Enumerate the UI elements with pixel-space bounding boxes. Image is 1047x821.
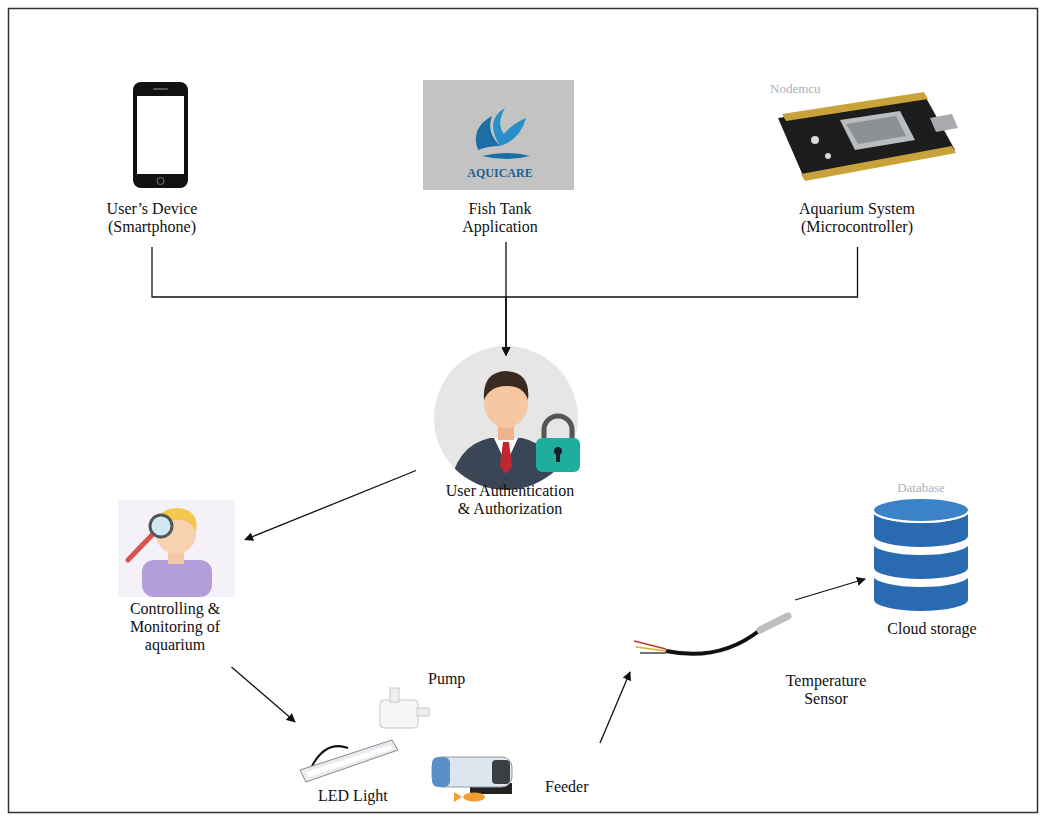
app-logo bbox=[423, 80, 574, 190]
outer-frame bbox=[9, 9, 1038, 813]
feeder-picture bbox=[432, 757, 512, 802]
flow-arrow bbox=[600, 672, 630, 743]
node-label: User’s Device (Smartphone) bbox=[82, 200, 222, 236]
node-label: AQUICARE bbox=[445, 166, 555, 180]
smartphone-icon bbox=[133, 82, 188, 188]
sensor-node: Temperature Sensor bbox=[630, 600, 880, 720]
node-label: Cloud storage bbox=[867, 620, 997, 638]
sensor-picture bbox=[634, 616, 788, 654]
microcontroller-board bbox=[778, 92, 958, 181]
node-label: Fish Tank Application bbox=[450, 200, 550, 236]
node-label: Nodemcu bbox=[770, 81, 821, 96]
led-light-picture bbox=[300, 740, 398, 782]
database-cylinder bbox=[873, 498, 969, 612]
node-label: Controlling & Monitoring of aquarium bbox=[120, 600, 230, 654]
flow-arrow bbox=[232, 667, 296, 722]
auth-node: User Authentication & Authorization bbox=[416, 355, 596, 530]
inspector-icon bbox=[118, 500, 235, 597]
flow-arrow bbox=[152, 247, 506, 355]
user-icon bbox=[434, 346, 580, 500]
microcontroller-node: NodemcuAquarium System (Microcontroller) bbox=[755, 75, 960, 247]
node-label: Pump bbox=[428, 670, 465, 688]
node-label: Aquarium System (Microcontroller) bbox=[785, 200, 930, 236]
storage-node: DatabaseCloud storage bbox=[865, 480, 1005, 645]
flow-arrow bbox=[506, 247, 858, 355]
node-label: Temperature Sensor bbox=[776, 672, 876, 708]
node-label: Database bbox=[866, 480, 976, 495]
monitor-node: Controlling & Monitoring of aquarium bbox=[110, 495, 245, 667]
application-node: AQUICARE Fish Tank Application bbox=[420, 75, 592, 242]
device-node: User’s Device (Smartphone) bbox=[72, 75, 232, 247]
pump-picture bbox=[380, 688, 429, 728]
node-label: LED Light bbox=[318, 787, 388, 805]
actuator-group: PumpFeederLED Light bbox=[295, 665, 600, 807]
node-label: User Authentication & Authorization bbox=[439, 482, 581, 518]
node-label: Feeder bbox=[545, 778, 589, 796]
flow-arrow bbox=[245, 471, 416, 540]
flow-arrow bbox=[795, 579, 865, 600]
